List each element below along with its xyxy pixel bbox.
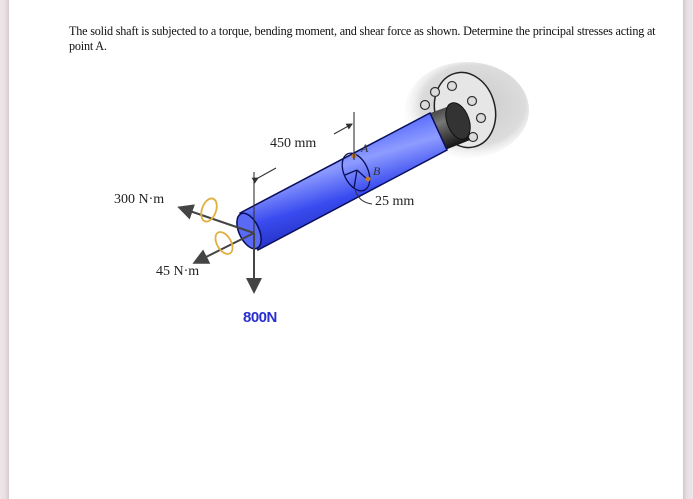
cross-section (341, 152, 371, 192)
shear-force-label: 800N (243, 309, 277, 326)
length-dimension (251, 112, 355, 250)
problem-statement: The solid shaft is subjected to a torque… (69, 24, 656, 53)
moment-curls (200, 197, 234, 255)
solid-shaft (236, 111, 448, 252)
page-edge-right (683, 0, 693, 499)
point-b-marker (365, 176, 371, 182)
length-dimension-label: 450 mm (270, 136, 317, 151)
page-edge-left (0, 0, 9, 499)
radius-leader (354, 188, 373, 205)
point-a-label: A (361, 141, 369, 155)
bending-axis-arrow (192, 232, 255, 264)
load-arrows (177, 204, 262, 294)
bending-moment-label: 45 N·m (156, 264, 200, 279)
point-b-label: B (373, 164, 381, 178)
torque-label: 300 N·m (114, 192, 165, 207)
radius-dimension-label: 25 mm (375, 194, 415, 209)
torque-axis-arrow (177, 204, 255, 234)
